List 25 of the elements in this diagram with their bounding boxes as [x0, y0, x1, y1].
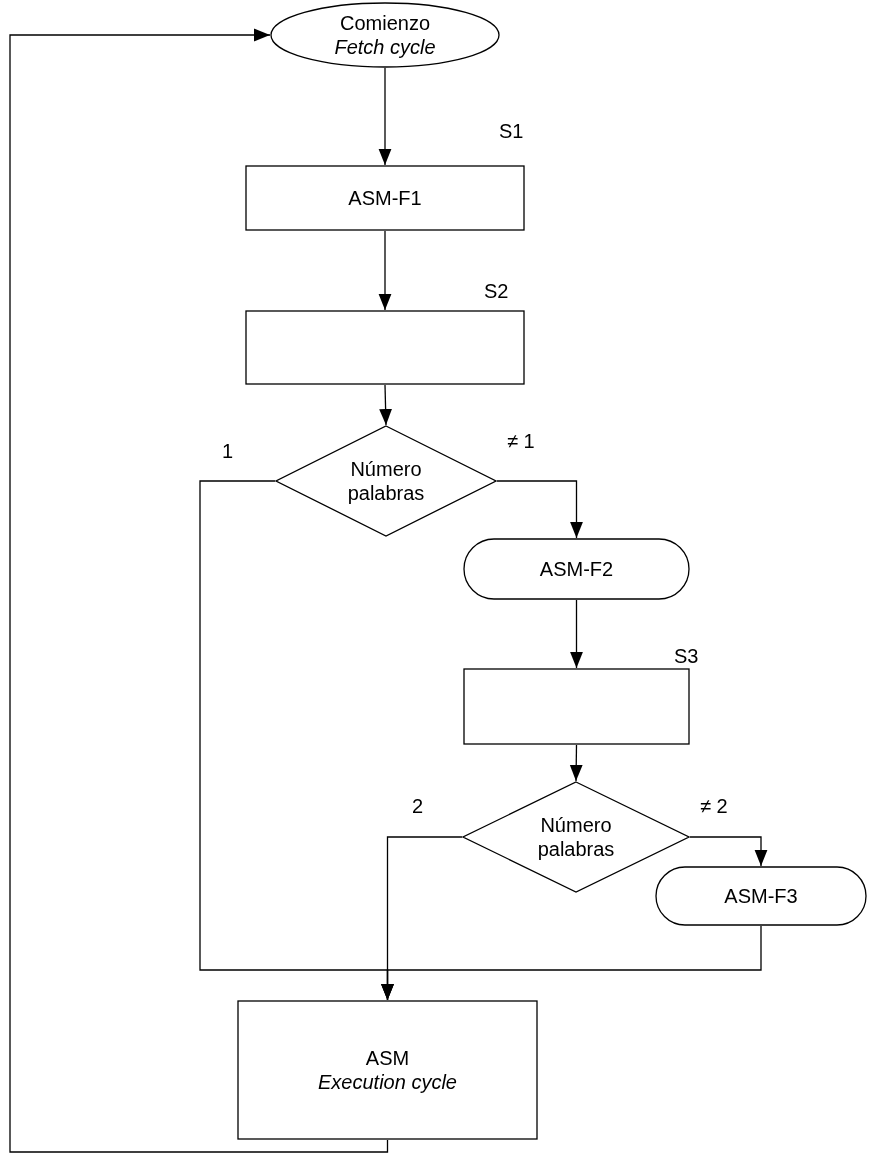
- node-label: ASM-F1: [348, 186, 422, 210]
- process-box: [463, 668, 690, 745]
- arrow: [496, 480, 583, 539]
- arrow: [570, 599, 583, 669]
- node-label: Comienzo: [339, 11, 430, 35]
- node-sublabel: Execution cycle: [318, 1070, 457, 1094]
- terminal-ellipse: [270, 2, 500, 68]
- node-label: Número palabras: [536, 813, 616, 861]
- arrow: [378, 230, 392, 311]
- node-label: ASM: [365, 1046, 410, 1070]
- node-label: Número palabras: [346, 457, 426, 505]
- arrow: [378, 67, 392, 166]
- node-sublabel: Fetch cycle: [334, 35, 436, 59]
- process-box: [245, 165, 525, 231]
- arrow: [379, 384, 392, 426]
- decision-diamond: [462, 781, 690, 893]
- process-box: [237, 1000, 538, 1140]
- process-box: [245, 310, 525, 385]
- arrow: [569, 744, 583, 782]
- arrow: [381, 925, 762, 1001]
- node-label: ASM-F3: [724, 884, 798, 908]
- decision-diamond: [275, 425, 497, 537]
- arrow: [689, 836, 768, 867]
- node-label: ASM-F2: [539, 557, 614, 581]
- arrow: [9, 28, 389, 1153]
